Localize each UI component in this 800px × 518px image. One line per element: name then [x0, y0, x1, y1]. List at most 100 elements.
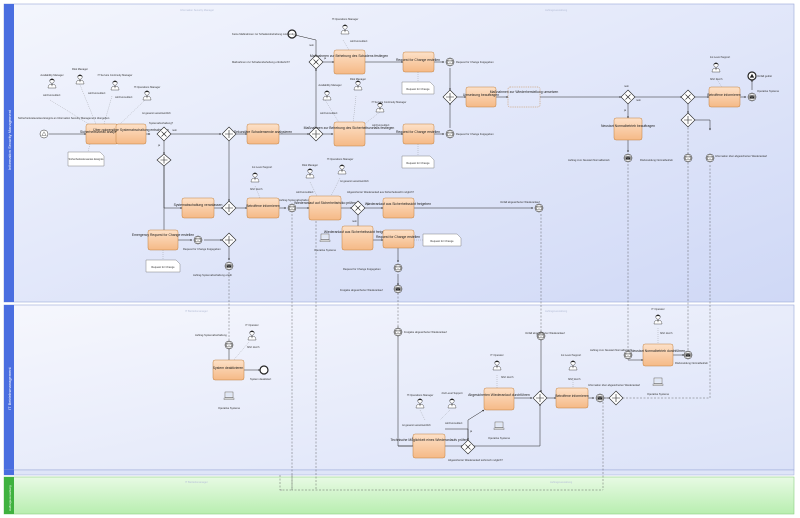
- task-check-restart[interactable]: Wiederanlauf auf Sicherheitsrisiko prüfe…: [294, 195, 356, 221]
- task-shutdown-sys-label: System deaktivieren: [213, 366, 244, 370]
- role-itops-2-label: IT Operations Manager: [332, 17, 359, 21]
- task-normal-request-label: Neustart Normalbetrieb beauftragen: [601, 124, 655, 128]
- msg-normal-ops: Auftrag zum Neustart Normalbetrieb: [590, 348, 633, 360]
- role-1st-level-mid: 1st Level Support führt durch: [250, 165, 272, 191]
- task-restart-do-label: Abgesicherten Wiederanlauf durchführen: [468, 393, 530, 397]
- computer-ops-1: Operative Systeme: [218, 391, 241, 410]
- msg-normal-label: Auftrag zum Neustart Normalbetrieb: [568, 158, 610, 162]
- role-continuity-raci: wird konsultiert: [115, 95, 133, 99]
- gateway-parallel-3: [442, 89, 458, 105]
- task-rfc-mid[interactable]: Request for Change erstellen: [396, 123, 440, 145]
- gateway-parallel-2: [308, 126, 324, 142]
- task-restart-release-label: Wiederanlauf aus Sicherheitssicht freige…: [365, 202, 431, 206]
- role-itops-1-label: IT Operations Manager: [134, 85, 161, 89]
- lane-security-faint-left: Information Security Manager: [180, 8, 214, 12]
- role-itops-1-raci: ist gesamt-verantwortlich: [142, 111, 171, 115]
- role-1st-level-top-label: 1st Level Support: [710, 55, 730, 59]
- task-inform-1st[interactable]: Betroffene informieren: [246, 197, 280, 219]
- task-rfc-top[interactable]: Request for Change erstellen: [396, 51, 440, 73]
- task-tech-check-label: Technische Möglichkeit eines Wiederanlau…: [390, 438, 467, 442]
- end-event-done: Vorfall gelöst: [747, 71, 772, 81]
- lane-operations-faint-left: IT Betriebsmanager: [185, 309, 208, 313]
- msg-shutdown-ops-label: Auftrag Systemabschaltung: [195, 333, 227, 337]
- role-itops-4-label: IT Operations Manager: [407, 393, 434, 397]
- role-1st-level-ops-label: 1st Level Support: [561, 353, 581, 357]
- task-intermediate-label: Sekundäre Schadensende analysieren: [234, 130, 292, 134]
- label-yes-5: ja: [469, 429, 473, 433]
- gateway-damage-label: Maßnahmen zur Schadensbehebung erforderl…: [232, 60, 290, 64]
- gateway-damage: Maßnahmen zur Schadensbehebung erforderl…: [232, 43, 327, 70]
- task-measures-top[interactable]: Maßnahmen zur Behebung des Schadens fest…: [310, 49, 388, 75]
- label-no-1: nein: [172, 128, 177, 132]
- task-inform-users[interactable]: Betroffene informieren: [707, 86, 741, 108]
- label-yes-3: ja: [623, 108, 627, 112]
- task-normal-restart[interactable]: Neustart Normalbetrieb durchführen: [631, 343, 685, 367]
- task-rfc-top-label: Request for Change erstellen: [396, 58, 440, 62]
- role-risk-raci: wird konsultiert: [88, 91, 106, 95]
- gateway-restart: Abgesicherter Wiederanlauf aus Sicherhei…: [347, 190, 414, 223]
- msg-shutdown: Auftrag Systemabschaltung erteilt: [193, 261, 234, 277]
- doc-event-label: Sicherheitsrelevantes Ereignis: [69, 157, 105, 161]
- gateway-restart-label: Abgesicherter Wiederanlauf aus Sicherhei…: [347, 190, 414, 194]
- task-inform-ops[interactable]: Betroffene informieren: [555, 387, 589, 409]
- task-shutdown-order[interactable]: Systemabschaltung veranlassen: [174, 197, 223, 219]
- task-restart-do[interactable]: Abgesicherten Wiederanlauf durchführen: [468, 387, 530, 411]
- msg-info-label: Information über abgesicherten Wiederanl…: [715, 154, 767, 158]
- role-operator-3-label: IT Operator: [651, 307, 664, 311]
- role-itops-4-raci: ist gesamt-verantwortlich: [402, 423, 431, 427]
- end-event-sys: System deaktiviert: [250, 365, 271, 381]
- msg-end-inform-label: Operative Systeme: [757, 89, 780, 93]
- role-itops-1: IT Operations Manager ist gesamt-verantw…: [134, 85, 172, 115]
- gateway-ops-parallel: [532, 390, 548, 406]
- role-operator-2-label: IT Operator: [490, 353, 503, 357]
- task-shutdown-sys[interactable]: System deaktivieren: [213, 359, 245, 381]
- role-risk-3-label: Risk Manager: [302, 163, 318, 167]
- gateway-parallel-4: [221, 200, 237, 216]
- msg-info2-label: Information über abgesicherten Wiederanl…: [588, 383, 640, 387]
- msg-info-ops: Information über abgesicherten Wiederanl…: [588, 383, 640, 403]
- doc-rfc3-label: Request for Change: [151, 265, 175, 269]
- gateway-merge-low: [680, 112, 696, 128]
- task-implement[interactable]: Umsetzung beauftragen: [463, 86, 499, 108]
- role-availability-2-label: Availability Manager: [318, 83, 341, 87]
- label-yes-2: ja: [323, 56, 327, 60]
- flows-top: [49, 34, 753, 286]
- label-no-4: nein: [636, 98, 641, 102]
- task-measures-done-box[interactable]: [507, 86, 541, 108]
- computer-ops-top: Operative Systeme: [314, 233, 337, 252]
- task-measures-mid-label: Maßnahmen zur Behebung des Sicherheitsvo…: [304, 126, 395, 130]
- lane-green: Auftragsverwaltung IT Betriebsmanager Au…: [3, 476, 795, 515]
- msg-restart-done2-label: Vorfall abgesicherter Wiederanlauf: [525, 331, 565, 335]
- task-inform-users-label: Betroffene informieren: [707, 93, 741, 97]
- task-tech-check[interactable]: Technische Möglichkeit eines Wiederanlau…: [390, 433, 468, 459]
- task-restart-decide[interactable]: Wiederanlauf aus Sicherheitssicht freige…: [324, 225, 390, 251]
- lane-green-faint-right: Auftragsverwaltung: [550, 480, 573, 484]
- msg-shutdown-label: Auftrag Systemabschaltung erteilt: [193, 273, 232, 277]
- gateway-shutdown: Systemabschaltung? nein ja: [149, 121, 177, 147]
- gateway-parallel-1: [221, 126, 237, 142]
- computer-ops-2-label: Operative Systeme: [488, 436, 511, 440]
- role-availability-2: Availability Manager wird konsultiert: [318, 83, 341, 115]
- lane-security-label: Information Security Management: [7, 109, 12, 170]
- task-rfc-restart[interactable]: Request for Change erstellen: [376, 229, 420, 249]
- end-sys-label: System deaktiviert: [250, 377, 271, 381]
- computer-ops-2: Operative Systeme: [488, 421, 511, 440]
- msg-release-label: Request for Change freigegeben: [183, 247, 221, 251]
- doc-event: Sicherheitsrelevantes Ereignis: [67, 151, 105, 167]
- label-yes-4: ja: [366, 202, 370, 206]
- end-no-measures-label: Keine Maßnahmen zur Schadensbehebung not…: [232, 32, 295, 36]
- role-operator-2-raci: führt durch: [501, 375, 514, 379]
- task-restart-release[interactable]: Wiederanlauf aus Sicherheitssicht freige…: [365, 197, 431, 219]
- task-normal-request[interactable]: Neustart Normalbetrieb beauftragen: [601, 117, 655, 141]
- task-inform-1st-label: Betroffene informieren: [246, 204, 280, 208]
- lane-security: Information Security Management Informat…: [3, 3, 795, 303]
- green-lane-flows: [279, 475, 603, 491]
- task-measures-define[interactable]: Über notwendige Systemabschaltung entsch…: [93, 123, 169, 145]
- role-2nd-level: 2nd Level Support wird konsultiert: [441, 391, 462, 425]
- task-measures-mid[interactable]: Maßnahmen zur Behebung des Sicherheitsvo…: [304, 121, 395, 147]
- lane-green-label: Auftragsverwaltung: [8, 485, 12, 511]
- msg-normal-catch: Rückmeldung Normalbetrieb: [640, 153, 693, 163]
- task-intermediate[interactable]: Sekundäre Schadensende analysieren: [234, 123, 292, 145]
- gateway-parallel-5: [221, 232, 237, 248]
